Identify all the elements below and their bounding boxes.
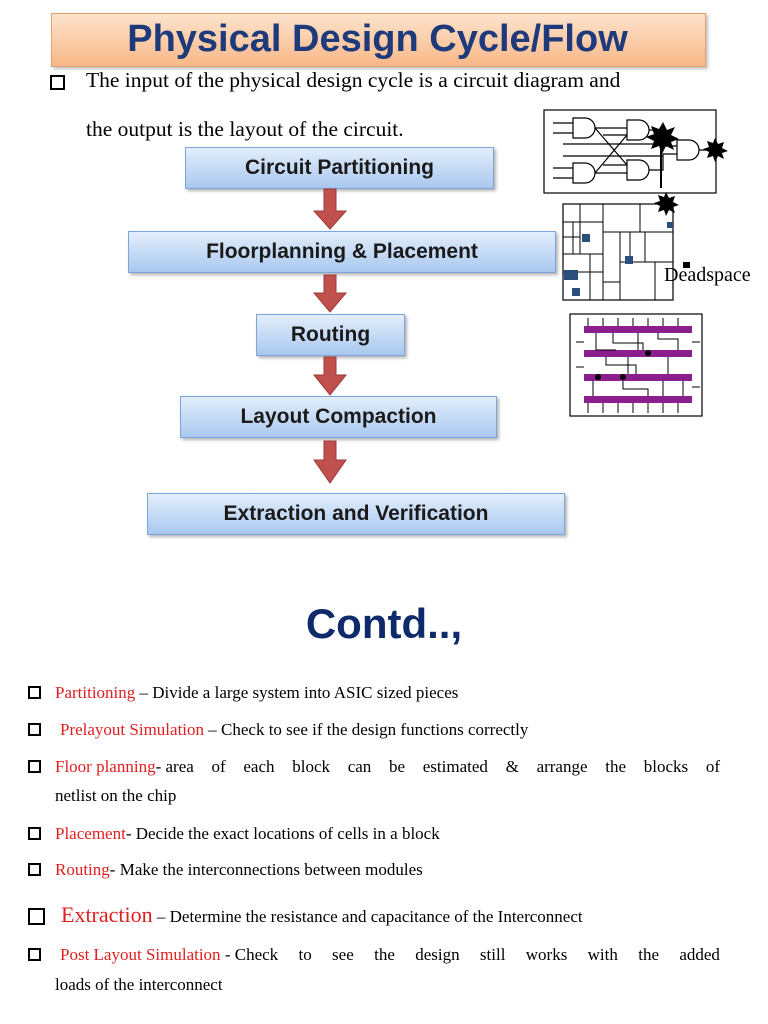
down-arrow-icon bbox=[313, 440, 347, 484]
checkbox-icon bbox=[28, 862, 41, 876]
routing-figure bbox=[569, 313, 703, 417]
word: design bbox=[415, 945, 460, 964]
flow-step-routing: Routing bbox=[256, 314, 405, 356]
checkbox-icon bbox=[50, 75, 65, 90]
term-label: Routing bbox=[55, 860, 110, 879]
term-description: – Check to see if the design functions c… bbox=[204, 720, 529, 739]
word: with bbox=[587, 945, 618, 964]
checkbox-icon bbox=[28, 947, 41, 961]
list-item: Floor planning- area of each block can b… bbox=[28, 751, 720, 782]
term-description: - Make the interconnections between modu… bbox=[109, 860, 423, 879]
term-label: Extraction bbox=[61, 902, 153, 927]
list-item: Post Layout Simulation - Check to see th… bbox=[28, 939, 720, 970]
list-item: Extraction – Determine the resistance an… bbox=[28, 899, 583, 932]
floorplan-figure bbox=[562, 192, 690, 301]
word: the bbox=[605, 757, 627, 776]
list-item: Prelayout Simulation – Check to see if t… bbox=[28, 714, 528, 745]
word: each bbox=[243, 757, 275, 776]
flow-step-circuit-partitioning: Circuit Partitioning bbox=[185, 147, 494, 189]
intro-line-1: The input of the physical design cycle i… bbox=[86, 68, 621, 92]
intro-line-2: the output is the layout of the circuit. bbox=[86, 117, 404, 141]
checkbox-icon bbox=[28, 907, 45, 925]
flow-step-floorplanning-placement: Floorplanning & Placement bbox=[128, 231, 556, 273]
circuit-diagram-figure bbox=[543, 109, 728, 194]
word: added bbox=[679, 945, 720, 964]
list-item-continuation: loads of the interconnect bbox=[55, 975, 223, 994]
word: the bbox=[374, 945, 395, 964]
term-label: Partitioning bbox=[55, 683, 136, 702]
checkbox-icon bbox=[28, 722, 41, 736]
word: & bbox=[505, 757, 519, 776]
term-label: Prelayout Simulation bbox=[60, 720, 205, 739]
word: blocks bbox=[643, 757, 689, 776]
term-description: – Determine the resistance and capacitan… bbox=[152, 907, 583, 926]
deadspace-label: Deadspace bbox=[664, 264, 751, 286]
list-item-continuation: netlist on the chip bbox=[55, 786, 177, 805]
term-description: – Divide a large system into ASIC sized … bbox=[135, 683, 459, 702]
checkbox-icon bbox=[28, 685, 41, 699]
term-label: Placement bbox=[55, 824, 126, 843]
word: still bbox=[479, 945, 506, 964]
down-arrow-icon bbox=[312, 274, 348, 313]
list-item: Routing- Make the interconnections betwe… bbox=[28, 854, 423, 885]
word: to bbox=[298, 945, 312, 964]
contd-heading: Contd.., bbox=[305, 600, 463, 647]
term-label: Post Layout Simulation bbox=[60, 945, 221, 964]
word: see bbox=[332, 945, 354, 964]
page-title: Physical Design Cycle/Flow bbox=[127, 18, 628, 60]
term-label: Floor planning bbox=[55, 757, 156, 776]
word: be bbox=[389, 757, 406, 776]
word: of bbox=[705, 757, 720, 776]
list-item: Placement- Decide the exact locations of… bbox=[28, 818, 440, 849]
term-description: - Decide the exact locations of cells in… bbox=[125, 824, 440, 843]
word: can bbox=[347, 757, 372, 776]
list-item: Partitioning – Divide a large system int… bbox=[28, 677, 458, 708]
checkbox-icon bbox=[28, 759, 41, 773]
checkbox-icon bbox=[28, 826, 41, 840]
word: block bbox=[292, 757, 331, 776]
star-burst-icon bbox=[703, 138, 728, 162]
down-arrow-icon bbox=[312, 356, 348, 396]
star-burst-icon bbox=[646, 122, 679, 154]
flow-step-extraction-verification: Extraction and Verification bbox=[147, 493, 565, 535]
down-arrow-icon bbox=[312, 188, 348, 230]
title-banner bbox=[51, 13, 706, 67]
word: - Check bbox=[224, 945, 279, 964]
star-burst-icon bbox=[654, 192, 679, 216]
word: of bbox=[211, 757, 226, 776]
word: - area bbox=[155, 757, 194, 776]
word: the bbox=[638, 945, 659, 964]
word: arrange bbox=[536, 757, 588, 776]
word: estimated bbox=[422, 757, 488, 776]
flow-step-layout-compaction: Layout Compaction bbox=[180, 396, 497, 438]
flow-arrows bbox=[312, 188, 348, 484]
word: works bbox=[525, 945, 568, 964]
